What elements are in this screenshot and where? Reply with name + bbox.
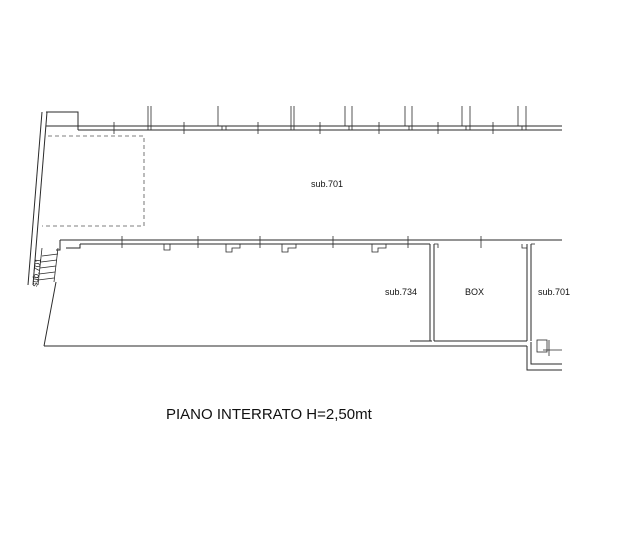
room-label-main-corridor: sub.701 bbox=[311, 179, 343, 189]
middle-wall bbox=[56, 236, 562, 253]
box-partitions bbox=[429, 243, 562, 356]
wall-pilasters-top bbox=[113, 106, 527, 134]
room-label-box: BOX bbox=[465, 287, 484, 297]
staircase: sub.701 bbox=[30, 247, 59, 287]
plan-title: PIANO INTERRATO H=2,50mt bbox=[166, 406, 372, 423]
stair-label: sub.701 bbox=[30, 257, 43, 287]
room-labels: sub.701 sub.734 BOX sub.701 bbox=[311, 179, 570, 297]
dashed-area bbox=[42, 135, 145, 227]
room-label-left-storage: sub.734 bbox=[385, 287, 417, 297]
outer-walls bbox=[27, 111, 562, 371]
room-label-right-storage: sub.701 bbox=[538, 287, 570, 297]
